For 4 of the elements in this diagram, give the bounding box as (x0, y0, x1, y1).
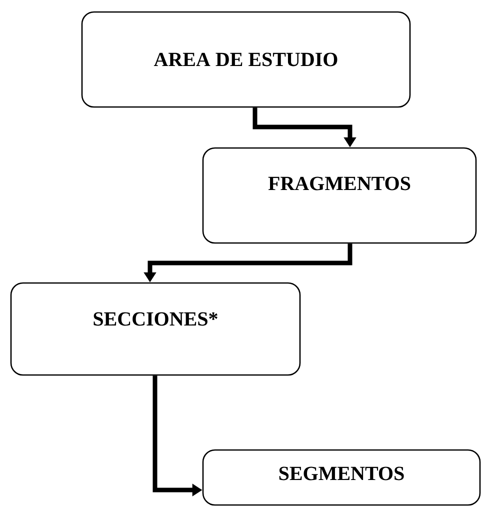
process-box: FRAGMENTOS (202, 147, 477, 244)
process-box: AREA DE ESTUDIO (81, 11, 411, 108)
process-box: SECCIONES* (10, 282, 301, 376)
process-box: SEGMENTOS (202, 449, 481, 506)
